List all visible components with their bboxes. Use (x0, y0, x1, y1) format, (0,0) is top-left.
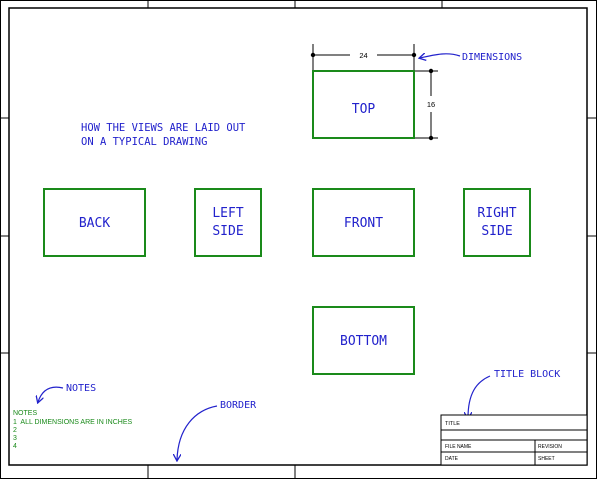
note-item-2: 2 (13, 427, 17, 434)
front-view-box (312, 188, 415, 257)
dimension-node (310, 52, 316, 58)
left-side-view-box (194, 188, 262, 257)
title-block-file-name: FILE NAME (445, 444, 472, 450)
top-view-box (312, 70, 415, 139)
right-side-label-line-2: SIDE (481, 224, 512, 239)
title-block-revision: REVISION (538, 444, 562, 450)
top-view-label: TOP (352, 102, 376, 117)
border-callout-label: BORDER (220, 400, 257, 411)
border-callout-arrow (177, 405, 218, 460)
dimension-node (428, 135, 434, 141)
dimension-node (411, 52, 417, 58)
right-side-label-line-1: RIGHT (477, 206, 516, 221)
bottom-view-label: BOTTOM (340, 334, 387, 349)
title-block-callout-arrow (468, 375, 491, 418)
dimension-node (428, 68, 434, 74)
notes-callout-label: NOTES (66, 383, 96, 394)
height-dimension-value: 16 (427, 100, 435, 109)
bottom-view-box (312, 306, 415, 375)
front-view-label: FRONT (344, 216, 383, 231)
left-side-label-line-1: LEFT (212, 206, 243, 221)
dimensions-callout-arrow (420, 54, 461, 58)
left-side-label-line-2: SIDE (212, 224, 243, 239)
notes-callout-arrow (38, 386, 64, 402)
width-dimension-value: 24 (359, 51, 367, 60)
note-item-3: 3 (13, 435, 17, 442)
heading-line-2: ON A TYPICAL DRAWING (81, 136, 207, 148)
vertical-dimension (415, 70, 438, 139)
back-view-label: BACK (79, 216, 110, 231)
title-block (440, 414, 588, 466)
title-block-title: TITLE (445, 421, 460, 427)
title-block-date: DATE (445, 456, 459, 462)
right-side-view-box (463, 188, 531, 257)
note-item-1: 1 ALL DIMENSIONS ARE IN INCHES (13, 419, 132, 426)
title-block-callout-label: TITLE BLOCK (494, 369, 560, 380)
dimensions-callout-label: DIMENSIONS (462, 52, 522, 63)
notes-header: NOTES (13, 410, 37, 417)
back-view-box (43, 188, 146, 257)
note-item-4: 4 (13, 443, 17, 450)
heading-line-1: HOW THE VIEWS ARE LAID OUT (81, 122, 246, 134)
title-block-sheet: SHEET (538, 456, 555, 462)
